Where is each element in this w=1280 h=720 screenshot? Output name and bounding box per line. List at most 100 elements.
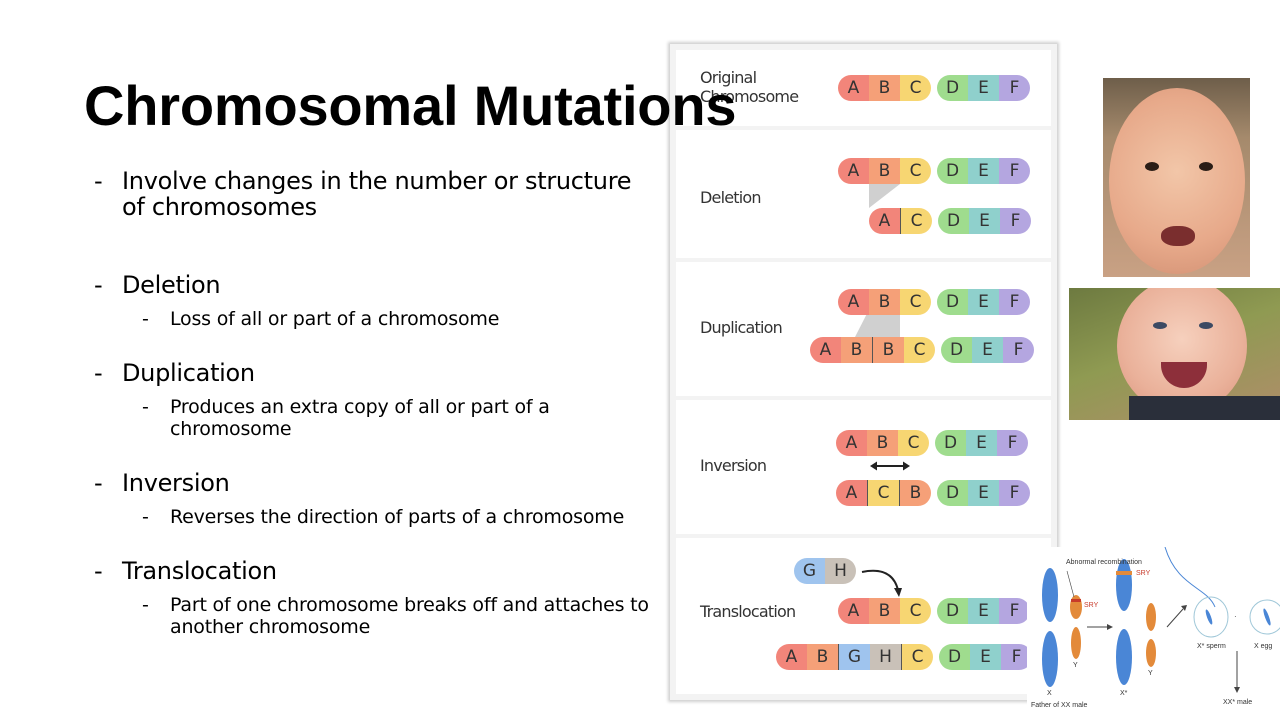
gene-b: B <box>869 75 900 101</box>
gene-c: C <box>900 598 931 624</box>
label-x-egg: X egg <box>1254 643 1273 650</box>
bullet-text: Involve changes in the number or structu… <box>122 167 632 221</box>
sub-bullet-duplication: -Produces an extra copy of all or part o… <box>142 396 654 440</box>
gene-a: A <box>838 598 869 624</box>
gene-f: F <box>999 289 1030 315</box>
gene-e: E <box>966 430 997 456</box>
gene-a: A <box>776 644 807 670</box>
label-y-1: Y <box>1073 662 1078 669</box>
gene-d: D <box>941 337 972 363</box>
gene-b: B <box>899 480 931 506</box>
gene-f: F <box>999 75 1030 101</box>
panel-deletion: Deletion A B C D E F A C D E F <box>676 130 1051 258</box>
panel-duplication: Duplication A B C D E F A B B C D E F <box>676 262 1051 396</box>
label-translocation: Translocation <box>700 602 796 621</box>
chromosome-translocation-donor: G H <box>794 558 856 584</box>
jacket-shape <box>1129 396 1280 420</box>
xx-male-figure: · Abnormal recombination SRY SRY X Y X* … <box>1027 547 1280 720</box>
sub-bullet-text: Produces an extra copy of all or part of… <box>170 396 550 440</box>
panel-original: Original Chromosome A B C D E F <box>676 50 1051 126</box>
bullet-list: -Involve changes in the number or struct… <box>94 168 654 638</box>
gene-e: E <box>970 644 1001 670</box>
gene-e: E <box>968 598 999 624</box>
chromosome-duplication-result: A B B C D E F <box>810 337 1034 363</box>
eye-left <box>1153 322 1167 329</box>
gene-a: A <box>838 158 869 184</box>
gene-c: C <box>900 289 931 315</box>
gene-f: F <box>999 598 1030 624</box>
sub-bullet-dash: - <box>142 594 149 616</box>
bullet-inversion: -Inversion <box>94 470 654 496</box>
gene-a: A <box>838 289 869 315</box>
label-sry-1: SRY <box>1084 602 1099 609</box>
bullet-dash: - <box>94 557 103 585</box>
gene-b: B <box>869 158 900 184</box>
gene-f: F <box>1000 208 1031 234</box>
bullet-dash: - <box>94 469 103 497</box>
gene-c: C <box>867 480 899 506</box>
sub-bullet-deletion: -Loss of all or part of a chromosome <box>142 308 654 330</box>
label-inversion: Inversion <box>700 456 767 475</box>
label-x-sperm: X* sperm <box>1197 643 1226 650</box>
gene-d: D <box>935 430 966 456</box>
gene-f: F <box>999 480 1030 506</box>
chromosome-deletion-original: A B C D E F <box>838 158 1030 184</box>
label-sry-2: SRY <box>1136 570 1151 577</box>
eye-right <box>1199 322 1213 329</box>
gene-d: D <box>939 644 970 670</box>
gene-h: H <box>870 644 901 670</box>
label-xx-male: XX* male <box>1223 699 1253 706</box>
xx-male-drawing: · <box>1042 547 1280 693</box>
gene-e: E <box>968 480 999 506</box>
eye-left <box>1145 162 1159 171</box>
label-original: Original Chromosome <box>700 68 799 106</box>
gene-c: C <box>904 337 935 363</box>
sub-bullet-text: Part of one chromosome breaks off and at… <box>170 594 649 638</box>
bullet-text: Duplication <box>122 359 255 387</box>
gene-b: B <box>841 337 872 363</box>
sub-bullet-dash: - <box>142 308 149 330</box>
gene-h: H <box>825 558 856 584</box>
gene-d: D <box>937 158 968 184</box>
sub-bullet-inversion: -Reverses the direction of parts of a ch… <box>142 506 654 528</box>
gene-c: C <box>898 430 929 456</box>
panel-inversion: Inversion A B C D E F A C B D E F <box>676 400 1051 534</box>
chromosome-translocation-original: A B C D E F <box>838 598 1030 624</box>
mouth-shape <box>1161 226 1195 246</box>
label-x: X <box>1047 690 1052 697</box>
gene-d: D <box>937 598 968 624</box>
bullet-dash: - <box>94 359 103 387</box>
gene-b: B <box>872 337 904 363</box>
chromosome-inversion-result: A C B D E F <box>836 480 1030 506</box>
gene-e: E <box>968 75 999 101</box>
gene-a: A <box>869 208 900 234</box>
gene-c: C <box>900 208 932 234</box>
gene-d: D <box>937 289 968 315</box>
gene-b: B <box>869 289 900 315</box>
gene-e: E <box>968 158 999 184</box>
gene-f: F <box>1001 644 1032 670</box>
chromosome-duplication-original: A B C D E F <box>838 289 1030 315</box>
chromosome-deletion-result: A C D E F <box>869 208 1031 234</box>
chromosome-original: A B C D E F <box>838 75 1030 101</box>
gene-b: B <box>807 644 838 670</box>
gene-d: D <box>937 75 968 101</box>
gene-e: E <box>972 337 1003 363</box>
sub-bullet-dash: - <box>142 506 149 528</box>
gene-a: A <box>838 75 869 101</box>
svg-text:·: · <box>1234 612 1237 621</box>
panel-translocation: Translocation G H A B C D E F A B G H C … <box>676 538 1051 694</box>
bullet-dash: - <box>94 167 103 195</box>
label-deletion: Deletion <box>700 188 761 207</box>
label-abnormal-recombination: Abnormal recombination <box>1066 559 1142 566</box>
photo-cleft-lip-child <box>1103 78 1250 277</box>
gene-d: D <box>937 480 968 506</box>
gene-b: B <box>869 598 900 624</box>
photo-smiling-child <box>1069 288 1280 420</box>
label-father: Father of XX male <box>1031 702 1088 709</box>
chromosome-inversion-original: A B C D E F <box>836 430 1028 456</box>
gene-c: C <box>900 75 931 101</box>
gene-c: C <box>900 158 931 184</box>
gene-a: A <box>836 430 867 456</box>
bullet-text: Inversion <box>122 469 230 497</box>
